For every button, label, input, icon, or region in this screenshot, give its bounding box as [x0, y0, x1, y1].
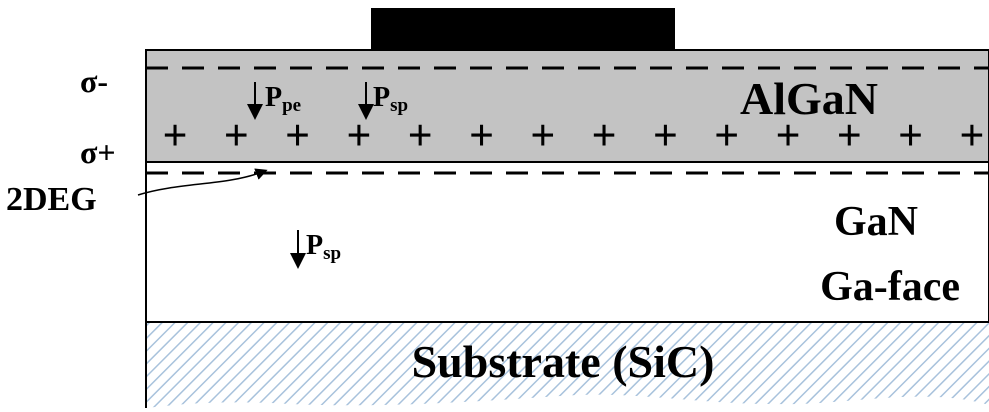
p-sp-algan-label: Psp [373, 82, 408, 116]
sigma-minus-label: σ- [80, 63, 108, 99]
plus-charge: + [285, 111, 310, 160]
plus-charge: + [898, 111, 923, 160]
plus-charge: + [469, 111, 494, 160]
sigma-plus-charges: + + + + + + + + + + + + + + [162, 111, 984, 160]
sigma-plus-label: σ+ [80, 134, 116, 170]
plus-charge: + [162, 111, 187, 160]
algan-label: AlGaN [740, 73, 878, 124]
p-sp-gan-label: Psp [306, 230, 341, 264]
plus-charge: + [346, 111, 371, 160]
plus-charge: + [714, 111, 739, 160]
two-deg-pointer-arrow [137, 168, 268, 196]
plus-charge: + [837, 111, 862, 160]
plus-charge: + [592, 111, 617, 160]
gan-layer [145, 161, 989, 323]
p-pe-label: Ppe [265, 82, 301, 116]
plus-charge: + [224, 111, 249, 160]
gate-contact [371, 8, 675, 50]
plus-charge: + [775, 111, 800, 160]
plus-charge: + [653, 111, 678, 160]
plus-charge: + [530, 111, 555, 160]
substrate-layer [146, 322, 989, 408]
plus-charge: + [408, 111, 433, 160]
plus-charge: + [959, 111, 984, 160]
gan-label: GaN [834, 199, 918, 245]
two-deg-label: 2DEG [6, 181, 97, 218]
substrate-label: Substrate (SiC) [412, 336, 715, 387]
ga-face-label: Ga-face [820, 264, 960, 310]
